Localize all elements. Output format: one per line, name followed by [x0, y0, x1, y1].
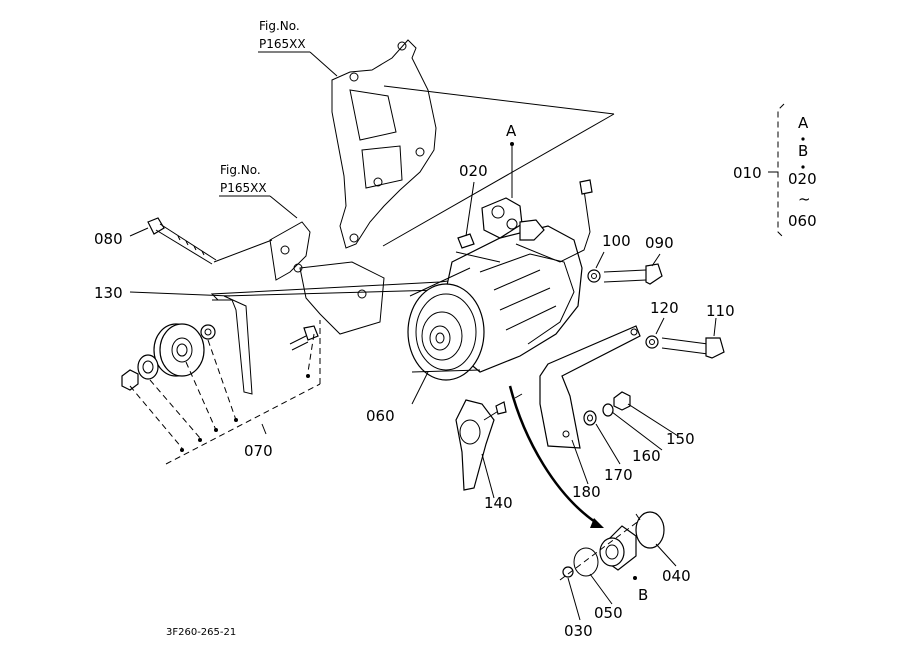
idler-group	[559, 511, 665, 581]
bracket-bolt	[289, 325, 319, 351]
fig-ref-side-prefix: Fig.No.	[220, 163, 261, 177]
group-item-060: 060	[788, 212, 817, 230]
long-bolt	[147, 217, 273, 265]
callout-170[interactable]: 170	[604, 466, 633, 484]
callout-020[interactable]: 020	[459, 162, 488, 180]
leader-lines	[129, 142, 717, 621]
group-item-B: B	[798, 142, 808, 160]
nut-washer-group	[583, 391, 631, 426]
fig-ref-top[interactable]: Fig.No. P165XX	[258, 19, 338, 77]
callout-060[interactable]: 060	[366, 407, 395, 425]
group-label-010[interactable]: 010	[733, 164, 762, 182]
callout-070[interactable]: 070	[244, 442, 273, 460]
callout-100[interactable]: 100	[602, 232, 631, 250]
callout-160[interactable]: 160	[632, 447, 661, 465]
fig-ref-side[interactable]: Fig.No. P165XX	[219, 163, 298, 219]
drawing-code: 3F260-265-21	[166, 627, 236, 638]
tensioner-arm	[455, 399, 507, 491]
callout-A[interactable]: A	[506, 122, 517, 140]
tension-pulley	[121, 323, 216, 391]
assembly-group-010: 010 A B 020 ~ 060	[733, 114, 817, 230]
callout-050[interactable]: 050	[594, 604, 623, 622]
group-item-020: 020	[788, 170, 817, 188]
compressor	[407, 179, 593, 381]
group-item-tilde: ~	[798, 190, 811, 208]
callout-130[interactable]: 130	[94, 284, 123, 302]
callout-150[interactable]: 150	[666, 430, 695, 448]
callout-110[interactable]: 110	[706, 302, 735, 320]
group-070-bracket	[129, 320, 321, 465]
fig-ref-top-prefix: Fig.No.	[259, 19, 300, 33]
lower-bracket	[269, 221, 385, 335]
group-item-A: A	[798, 114, 809, 132]
bolt-090	[587, 263, 663, 285]
callout-180[interactable]: 180	[572, 483, 601, 501]
fig-ref-top-code: P165XX	[259, 37, 306, 51]
callouts: 080 130 070 060 020 A 100 090 120 110 15…	[94, 122, 735, 640]
upper-bracket	[331, 39, 437, 249]
callout-120[interactable]: 120	[650, 299, 679, 317]
bolt-110	[645, 335, 725, 359]
callout-140[interactable]: 140	[484, 494, 513, 512]
callout-030[interactable]: 030	[564, 622, 593, 640]
callout-080[interactable]: 080	[94, 230, 123, 248]
callout-040[interactable]: 040	[662, 567, 691, 585]
callout-090[interactable]: 090	[645, 234, 674, 252]
adjust-bracket	[539, 325, 641, 449]
callout-B[interactable]: B	[638, 586, 648, 604]
fig-ref-side-code: P165XX	[220, 181, 267, 195]
group-010-bracket	[768, 103, 785, 239]
